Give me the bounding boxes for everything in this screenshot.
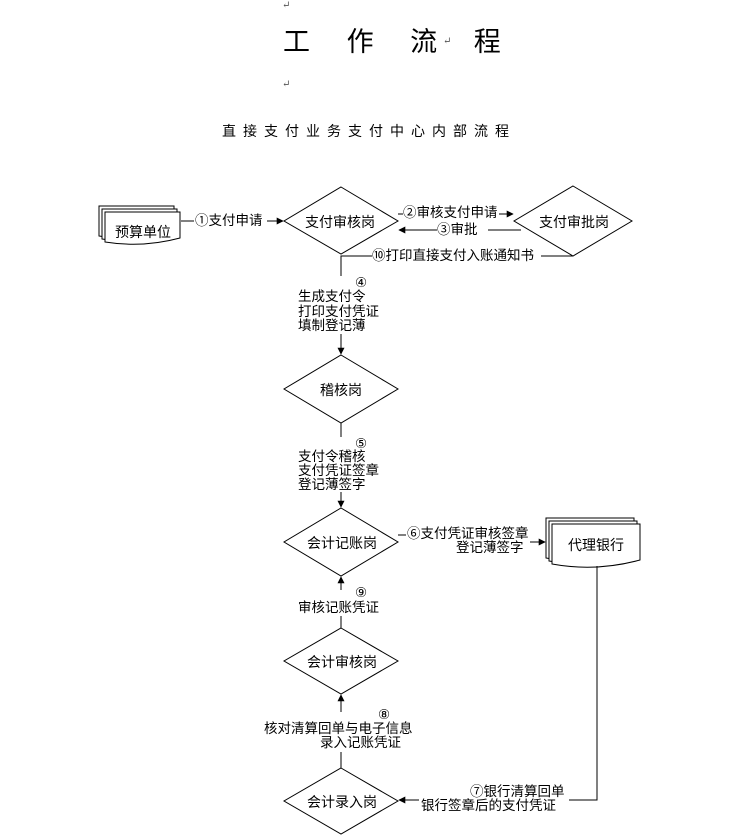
edge-10-left [340,255,372,276]
edge-9-line-1: 审核记账凭证 [298,600,379,616]
diagram-subtitle: 直接支付业务支付中心内部流程 [222,124,516,140]
edge-2-label: ②审核支付申请 [403,205,498,221]
edge-7-line [569,566,598,801]
edge-5-number: ⑤ [355,436,368,452]
accounting-booking-node [283,507,399,577]
budget-unit-node [98,205,181,245]
edge-3-label: ③审批 [437,222,478,238]
edge-7-line-1: ⑦银行清算回单 [470,784,565,800]
agent-bank-label: 代理银行 [568,538,624,554]
accounting-entry-node [283,767,399,835]
edge-4-line-2: 打印支付凭证 [298,304,379,320]
edge-1-label: ①支付申请 [195,213,263,229]
edge-7-line-2: 银行签章后的支付凭证 [421,798,556,814]
accounting-review-label: 会计审核岗 [307,655,377,671]
edge-8-number: ⑧ [378,707,391,723]
edge-10-label: ⑩打印直接支付入账通知书 [372,248,534,264]
audit-check-label: 稽核岗 [320,383,362,399]
edge-8-line-1: 核对清算回单与电子信息 [264,721,413,737]
agent-bank-node [545,517,641,568]
edge-8-line-2: 录入记账凭证 [320,735,401,751]
edge-4-line-1: 生成支付令 [298,289,366,305]
payment-review-node [283,186,399,255]
payment-approval-label: 支付审批岗 [539,215,609,231]
edge-9-number: ⑨ [355,585,368,601]
accounting-review-node [283,627,399,695]
edge-5-line-2: 支付凭证签章 [298,463,379,479]
accounting-entry-label: 会计录入岗 [307,795,377,811]
payment-review-label: 支付审核岗 [305,215,375,231]
edge-4-number: ④ [355,275,368,291]
budget-unit-label: 预算单位 [115,225,171,241]
paragraph-mark: ↵ [282,0,291,11]
accounting-booking-label: 会计记账岗 [307,536,377,552]
edge-4-line-3: 填制登记薄 [298,318,366,334]
edge-5-line-1: 支付令稽核 [298,449,366,465]
edge-6-line-1: ⑥支付凭证审核签章 [407,526,529,542]
edge-5-line-3: 登记薄签字 [298,477,366,493]
edge-6-line-2: 登记薄签字 [456,540,524,556]
page-title: 工 作 流 程 [283,27,515,58]
paragraph-mark: ↵ [282,79,291,90]
paragraph-mark: ↵ [443,36,452,47]
